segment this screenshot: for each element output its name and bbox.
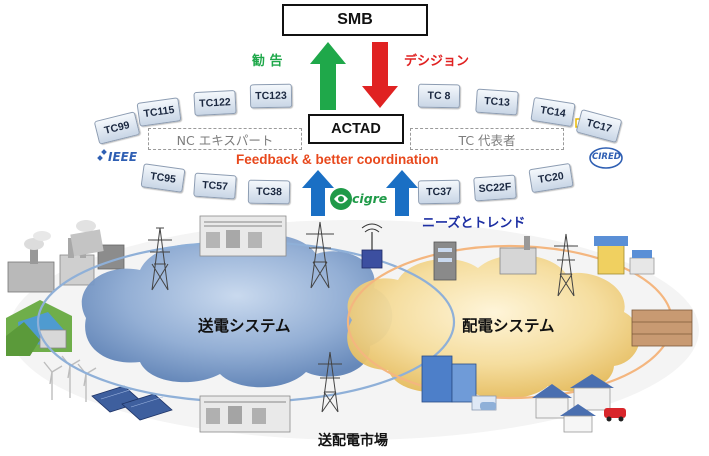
committee-tc122: TC122 <box>193 89 237 117</box>
feedback-label: Feedback & better coordination <box>236 152 439 167</box>
committee-tc8: TC 8 <box>417 83 461 109</box>
needs-arrows <box>302 170 418 216</box>
hydro-dam-icon <box>6 300 72 356</box>
apartment-icon <box>631 309 693 347</box>
smb-box: SMB <box>282 4 428 36</box>
car-icon <box>604 408 626 422</box>
actad-box: ACTAD <box>308 114 404 144</box>
nc-experts-box: NC エキスパート <box>148 128 302 150</box>
power-plant-icon <box>7 220 125 293</box>
houses-icon <box>532 374 614 433</box>
smb-actad-arrows <box>310 42 398 110</box>
recommendation-label: 勧 告 <box>252 54 283 69</box>
small-car-icon <box>480 402 496 410</box>
tc-representatives-box: TC 代表者 <box>410 128 564 150</box>
transmission-cloud <box>81 234 393 388</box>
distribution-cloud <box>347 255 640 399</box>
substation-bottom-icon <box>199 395 291 433</box>
committee-tc38: TC38 <box>247 179 291 205</box>
needs-up-arrow-left <box>302 170 334 216</box>
decision-label: デシジョン <box>404 54 470 69</box>
market-label: 送配電市場 <box>318 433 388 449</box>
committee-tc57: TC57 <box>193 172 237 200</box>
committee-sc22f: SC22F <box>473 174 517 202</box>
city-buildings-icon <box>433 236 655 281</box>
committee-tc123: TC123 <box>249 83 293 109</box>
recommendation-up-arrow <box>310 42 346 110</box>
solar-panel-icon <box>91 385 173 421</box>
antenna-icon <box>361 223 383 269</box>
substation-icon <box>199 215 287 257</box>
office-building-icon <box>421 355 497 411</box>
transmission-pylon-icon <box>148 221 578 413</box>
needs-trends-label: ニーズとトレンド <box>422 216 526 231</box>
cigre-logo-mark <box>330 188 352 210</box>
needs-up-arrow-right <box>386 170 418 216</box>
decision-down-arrow <box>362 42 398 108</box>
ieee-logo: IEEE <box>108 150 138 164</box>
cired-logo-mark <box>589 147 623 169</box>
distribution-system-label: 配電システム <box>462 317 555 335</box>
ieee-logo-mark <box>97 149 107 161</box>
cired-logo: CIRED <box>592 152 621 162</box>
cigre-logo: cigre <box>352 191 388 206</box>
committee-tc13: TC13 <box>475 88 519 116</box>
transmission-system-label: 送電システム <box>198 317 291 335</box>
